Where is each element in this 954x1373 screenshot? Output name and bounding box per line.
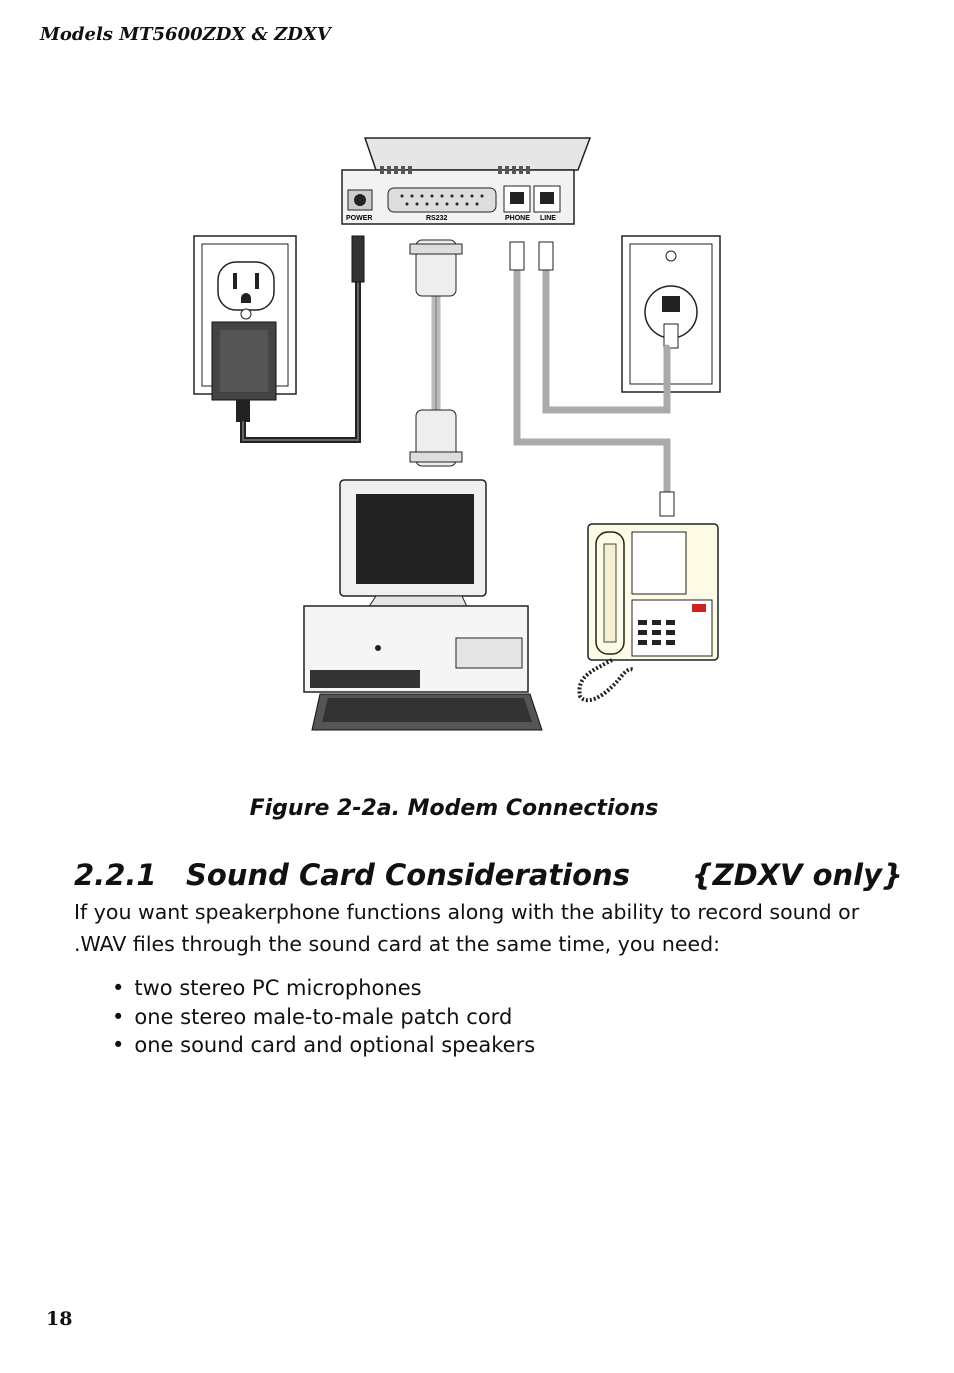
line-port-label: LINE: [540, 215, 556, 222]
section-body: If you want speakerphone functions along…: [74, 896, 874, 960]
power-outlet-illustration: [193, 235, 297, 422]
section-heading: 2.2.1 Sound Card Considerations {ZDXV only…: [74, 858, 903, 892]
cables: [240, 266, 671, 496]
body-line: If you want speakerphone functions along…: [74, 900, 860, 924]
cable-connectors: [351, 235, 675, 517]
list-item: two stereo PC microphones: [112, 974, 535, 1003]
section-number: 2.2.1: [74, 858, 157, 892]
requirements-list: two stereo PC microphones one stereo mal…: [112, 974, 535, 1060]
power-port-label: POWER: [346, 215, 372, 222]
computer-illustration: [303, 479, 543, 731]
telephone-illustration: [577, 523, 719, 703]
phone-wall-jack-illustration: [621, 235, 721, 393]
running-header: Models MT5600ZDX & ZDXV: [40, 24, 331, 45]
figure-caption: Figure 2-2a. Modem Connections: [249, 796, 659, 821]
phone-port-label: PHONE: [505, 215, 530, 222]
modem-illustration: POWER RS232 PHONE LINE: [341, 137, 592, 225]
body-line: .WAV files through the sound card at the…: [74, 932, 721, 956]
list-item: one sound card and optional speakers: [112, 1031, 535, 1060]
page-number: 18: [46, 1308, 73, 1330]
modem-connections-figure: POWER RS232 PHONE LINE: [193, 137, 721, 731]
section-title: Sound Card Considerations: [186, 858, 630, 892]
section-tag: {ZDXV only}: [691, 858, 903, 892]
rs232-port-label: RS232: [426, 215, 448, 222]
list-item: one stereo male-to-male patch cord: [112, 1003, 535, 1032]
